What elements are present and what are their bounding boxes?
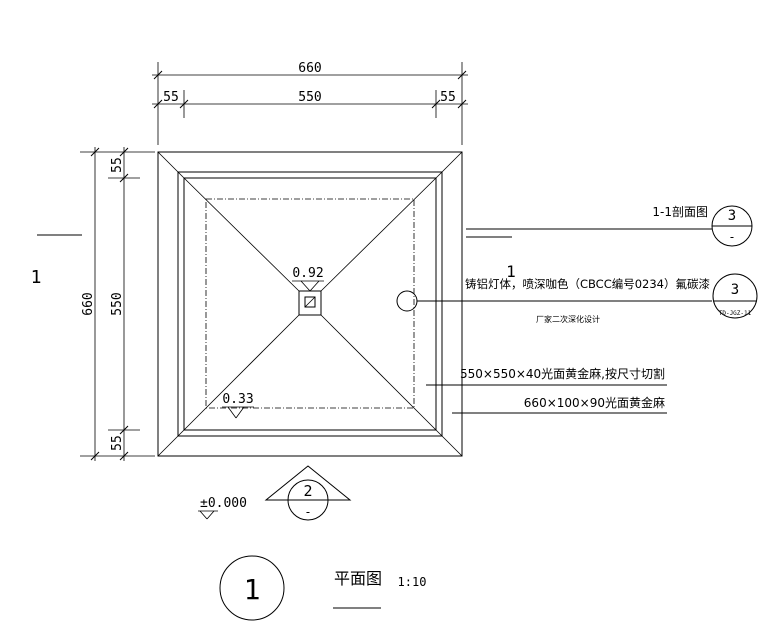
top-dimension: 660 55 550 55 — [152, 61, 468, 145]
callout-lamp-circle-bottom: TD-JGZ-11 — [719, 310, 752, 317]
left-dimension: 660 55 550 55 — [80, 147, 155, 461]
ground-elevation-value: ±0.000 — [200, 496, 247, 511]
callout-section-1-1-text: 1-1剖面图 — [652, 205, 708, 219]
section-cut-marker: 1 — [31, 234, 82, 288]
center-elevation-value: 0.92 — [292, 266, 323, 281]
callout-border: 660×100×90光面黄金麻 — [452, 395, 667, 414]
callout-slab: 550×550×40光面黄金麻,按尺寸切割 — [426, 366, 667, 386]
callout-lamp: 铸铝灯体，喷深咖色（CBCC编号0234）氟碳漆 厂家二次深化设计 3 TD-J… — [396, 273, 758, 324]
plan-body — [157, 151, 463, 457]
center-elevation: 0.92 — [292, 266, 324, 292]
drawing-title: 1 平面图 1:10 — [219, 555, 427, 621]
dim-left-mid: 550 — [110, 292, 125, 315]
corner-elevation-value: 0.33 — [222, 392, 253, 407]
dim-left-bottom: 55 — [110, 435, 125, 451]
elevation-view-marker: 2 - — [264, 465, 352, 521]
title-number: 1 — [244, 573, 261, 606]
elevation-view-bottom: - — [304, 505, 311, 519]
dim-left-total: 660 — [81, 292, 96, 315]
callout-border-text: 660×100×90光面黄金麻 — [524, 395, 665, 410]
dim-top-left: 55 — [163, 90, 179, 105]
title-name: 平面图 — [334, 569, 382, 588]
callout-section-1-1-circle-bottom: - — [728, 230, 735, 244]
dim-top-right: 55 — [440, 90, 456, 105]
center-number-label: 1 — [506, 262, 516, 281]
callout-section-1-1-circle-top: 3 — [728, 208, 736, 224]
callout-lamp-text: 铸铝灯体，喷深咖色（CBCC编号0234）氟碳漆 — [465, 277, 710, 291]
callout-section-1-1: 1-1剖面图 3 - — [466, 205, 753, 247]
title-scale: 1:10 — [398, 575, 427, 589]
ground-elevation: ±0.000 — [198, 496, 247, 520]
dim-top-total: 660 — [298, 61, 321, 76]
callout-lamp-circle-top: 3 — [731, 282, 739, 298]
center-lamp — [298, 290, 322, 316]
callout-lamp-note: 厂家二次深化设计 — [536, 314, 600, 324]
dim-left-top: 55 — [110, 157, 125, 173]
elevation-view-top: 2 — [303, 482, 312, 500]
dim-top-mid: 550 — [298, 90, 321, 105]
corner-elevation: 0.33 — [222, 392, 254, 419]
section-cut-number: 1 — [31, 267, 42, 288]
callout-slab-text: 550×550×40光面黄金麻,按尺寸切割 — [460, 366, 665, 381]
